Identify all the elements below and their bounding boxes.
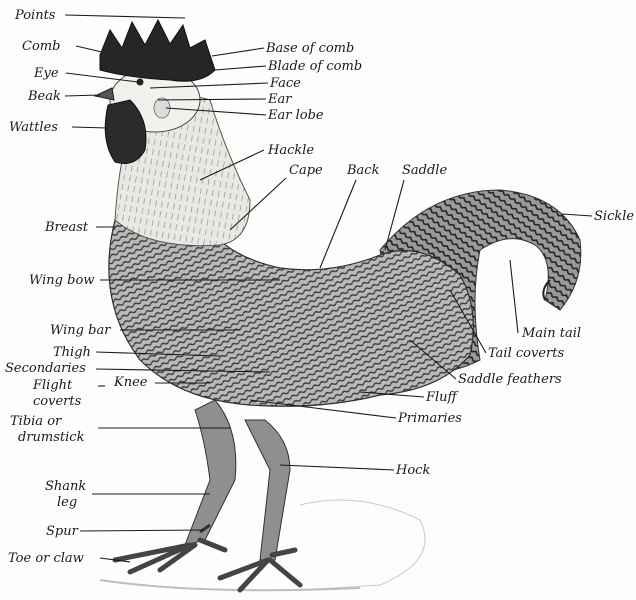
label-hackle: Hackle bbox=[267, 143, 314, 158]
label-points: Points bbox=[14, 8, 56, 23]
label-secondaries: Secondaries bbox=[5, 361, 86, 376]
label-saddle-feathers: Saddle feathers bbox=[458, 372, 562, 387]
label-eye: Eye bbox=[33, 66, 59, 81]
label-sickle: Sickle bbox=[594, 209, 634, 224]
label-main-tail: Main tail bbox=[521, 326, 581, 341]
label-thigh: Thigh bbox=[53, 345, 91, 360]
label-leg: leg bbox=[57, 495, 77, 510]
label-breast: Breast bbox=[44, 220, 89, 235]
label-ear: Ear bbox=[267, 92, 292, 107]
label-ear-lobe: Ear lobe bbox=[267, 108, 324, 123]
label-comb: Comb bbox=[22, 39, 60, 54]
label-wing-bar: Wing bar bbox=[50, 323, 111, 338]
label-saddle: Saddle bbox=[402, 163, 447, 178]
label-toe-or-claw: Toe or claw bbox=[8, 551, 84, 566]
label-tibia: Tibia or bbox=[10, 414, 62, 429]
label-cape: Cape bbox=[289, 163, 323, 178]
label-hock: Hock bbox=[395, 463, 430, 478]
label-face: Face bbox=[269, 76, 301, 91]
label-blade-of-comb: Blade of comb bbox=[267, 59, 362, 74]
label-drumstick: drumstick bbox=[18, 430, 85, 445]
label-wing-bow: Wing bow bbox=[29, 273, 94, 288]
label-shank: Shank bbox=[45, 479, 86, 494]
label-coverts: coverts bbox=[33, 394, 82, 409]
label-wattles: Wattles bbox=[9, 120, 58, 135]
label-fluff: Fluff bbox=[425, 390, 460, 405]
label-primaries: Primaries bbox=[397, 411, 462, 426]
label-spur: Spur bbox=[46, 524, 79, 539]
label-knee: Knee bbox=[113, 375, 148, 390]
label-flight: Flight bbox=[32, 378, 73, 393]
label-base-of-comb: Base of comb bbox=[265, 41, 354, 56]
label-back: Back bbox=[346, 163, 380, 178]
label-tail-coverts: Tail coverts bbox=[488, 346, 564, 361]
label-beak: Beak bbox=[27, 89, 61, 104]
